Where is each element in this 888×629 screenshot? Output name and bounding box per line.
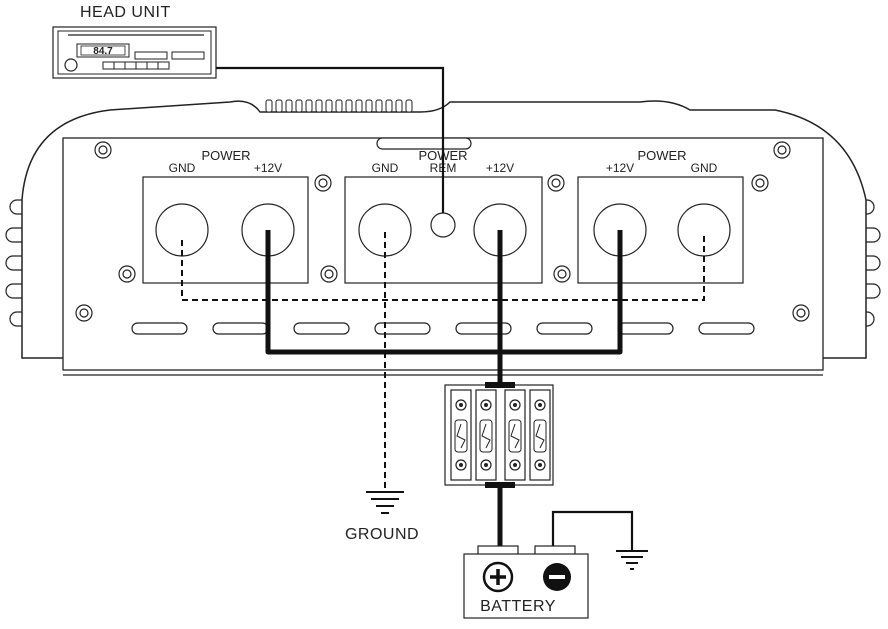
power-bus-wire xyxy=(265,230,623,355)
label-12v-center: +12V xyxy=(486,161,514,175)
label-battery: BATTERY xyxy=(480,598,556,615)
battery-ground-symbol-icon xyxy=(616,550,648,570)
fuse-block xyxy=(444,384,554,486)
label-12v-right: +12V xyxy=(606,161,634,175)
label-gnd-right: GND xyxy=(691,161,718,175)
terminal-rem xyxy=(430,212,456,238)
terminal-gnd-center xyxy=(358,203,412,257)
top-vents xyxy=(265,99,413,113)
minus-circle-icon xyxy=(543,563,571,591)
head-unit xyxy=(52,26,217,79)
fuse-slot xyxy=(529,389,551,481)
plus-circle-icon xyxy=(482,561,514,593)
volume-knob xyxy=(64,58,78,72)
amplifier: POWER GND +12V GND POWER REM +12V POWER … xyxy=(5,99,881,376)
battery-negative-wire xyxy=(551,510,634,550)
label-power-right: POWER xyxy=(637,148,686,163)
bottom-slots xyxy=(131,322,755,335)
fuse-slot xyxy=(450,389,472,481)
ground-symbol-icon xyxy=(366,491,404,514)
fuse-slot xyxy=(504,389,526,481)
ground-bus-wire xyxy=(181,232,705,301)
remote-wire xyxy=(216,66,445,213)
fuse-slot xyxy=(475,389,497,481)
label-gnd-left: GND xyxy=(169,161,196,175)
head-unit-buttons xyxy=(102,61,170,70)
mount-screws xyxy=(75,141,810,322)
label-12v-left: +12V xyxy=(254,161,282,175)
terminal-gnd-left xyxy=(155,203,209,257)
radio-display: 84.7 xyxy=(93,46,113,57)
battery: BATTERY xyxy=(463,545,589,619)
label-ground: GROUND xyxy=(345,526,419,543)
label-head-unit: HEAD UNIT xyxy=(80,4,171,21)
label-gnd-center: GND xyxy=(372,161,399,175)
label-power-left: POWER xyxy=(201,148,250,163)
